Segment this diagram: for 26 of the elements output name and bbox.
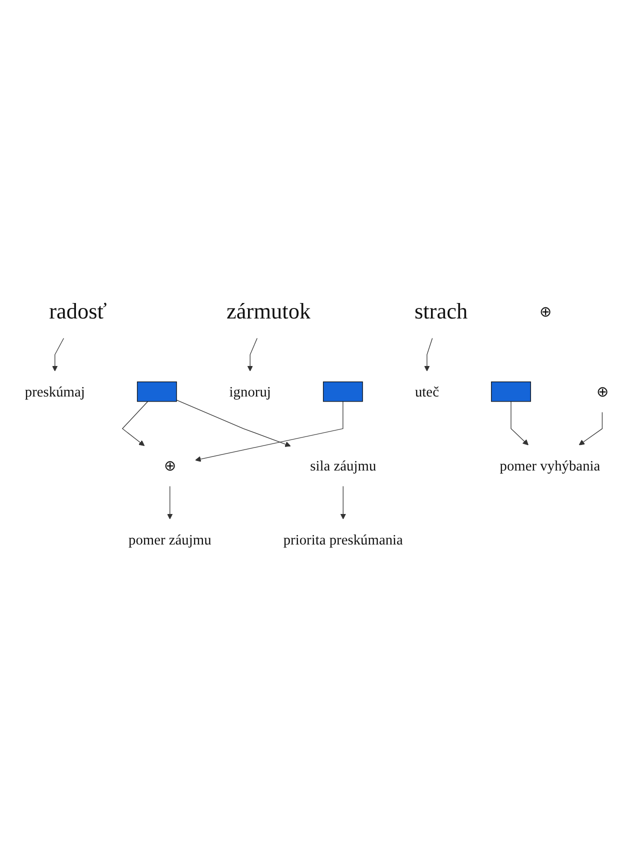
node-text: ⊕ [164,457,176,474]
node-bar [322,381,363,402]
arrow [167,486,173,520]
node-text: pomer záujmu [128,531,212,548]
node-text: preskúmaj [24,383,85,400]
node-text: pomer vyhýbania [500,457,600,474]
node-text: ignoruj [229,383,271,400]
node-text: radosť [49,299,107,324]
node-text: ⊕ [596,383,608,400]
arrow [424,338,433,372]
node-text: priorita preskúmania [283,531,403,548]
node-text: sila záujmu [310,457,376,474]
arrow [340,486,346,520]
node-text: uteč [414,383,439,400]
arrow [52,338,64,372]
arrow [578,412,603,446]
arrow [122,400,148,446]
arrow [510,400,528,446]
arrow [195,400,344,462]
node-bar [136,381,177,402]
node-text: strach [414,299,468,324]
node-text: zármutok [226,299,311,324]
arrow [176,399,291,447]
node-text: ⊕ [540,303,552,320]
node-bar [491,381,531,402]
arrow [247,338,258,372]
